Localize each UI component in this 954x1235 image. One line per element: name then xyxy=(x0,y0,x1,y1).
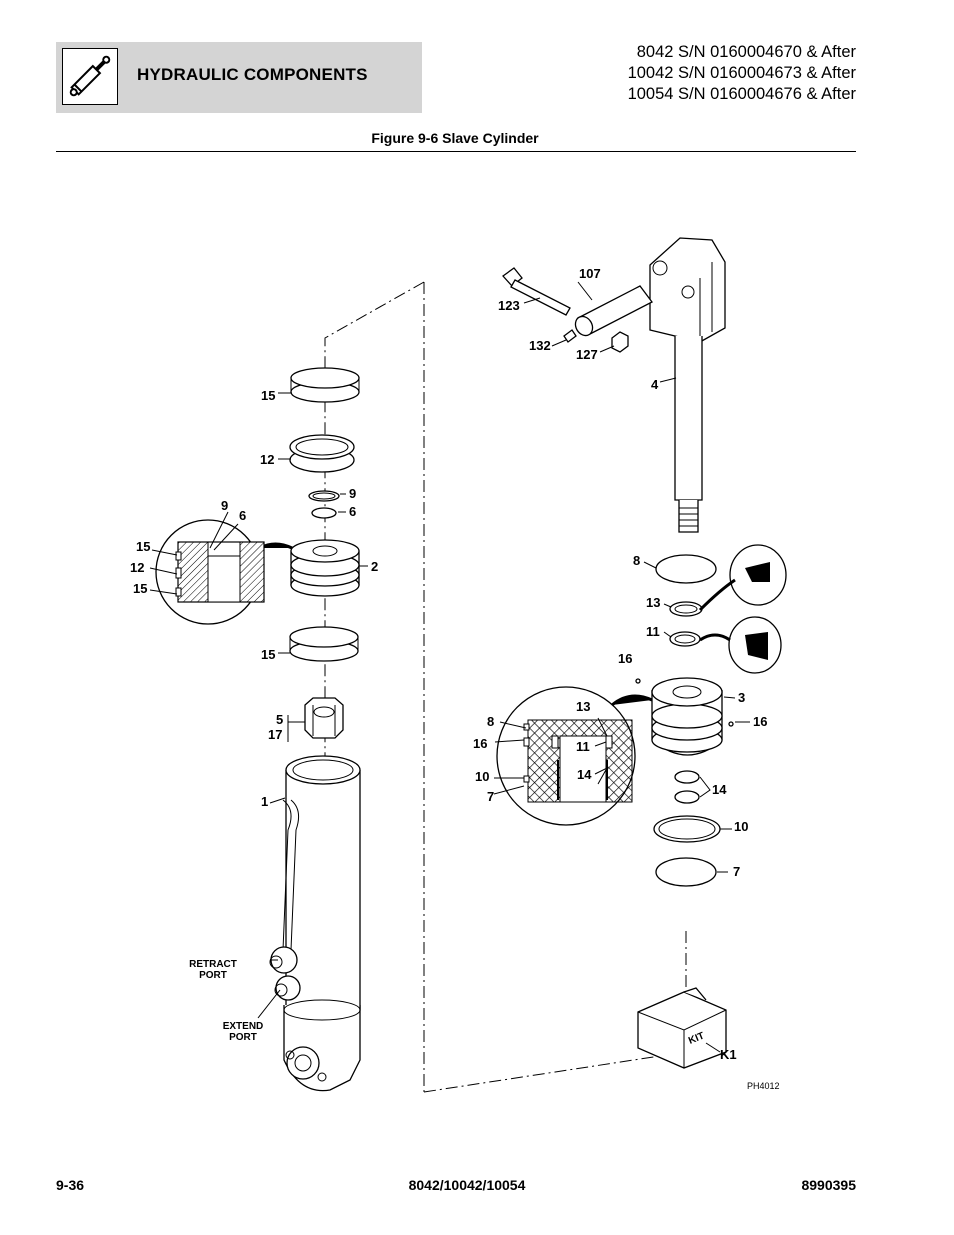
assembly-centerline xyxy=(324,281,425,1092)
page-number: 9-36 xyxy=(56,1177,85,1193)
callout-8-detail: 8 xyxy=(487,714,494,729)
callout-16b: 16 xyxy=(753,714,767,729)
piston-rod xyxy=(674,336,703,533)
callout-4: 4 xyxy=(651,377,659,392)
callout-10-detail: 10 xyxy=(475,769,489,784)
cylinder-barrel xyxy=(269,755,361,1092)
callout-9: 9 xyxy=(349,486,356,501)
callout-107: 107 xyxy=(579,266,601,281)
backup-ring-6 xyxy=(311,507,337,519)
callout-8: 8 xyxy=(633,553,640,568)
cylinder-head xyxy=(611,677,723,756)
callout-3: 3 xyxy=(738,690,745,705)
callout-13-detail: 13 xyxy=(576,699,590,714)
header-divider xyxy=(56,151,856,152)
callout-2: 2 xyxy=(371,559,378,574)
pin-16b xyxy=(728,721,734,727)
callout-12: 12 xyxy=(260,452,274,467)
callout-16: 16 xyxy=(618,651,632,666)
serial-line: 10042 S/N 0160004673 & After xyxy=(627,64,856,82)
piston-detail-view xyxy=(155,519,265,625)
leader-lines xyxy=(149,281,750,1053)
head-detail-view xyxy=(496,686,636,826)
extend-port-label-2: PORT xyxy=(229,1032,257,1043)
callout-15-mid: 15 xyxy=(261,647,275,662)
callout-127: 127 xyxy=(576,347,598,362)
manual-part-number: 8990395 xyxy=(801,1177,856,1193)
grease-fitting xyxy=(563,329,577,343)
bearing-14a xyxy=(674,770,700,784)
wiper-7 xyxy=(655,857,717,887)
callout-123: 123 xyxy=(498,298,520,313)
callout-10: 10 xyxy=(734,819,748,834)
figure-title: Figure 9-6 Slave Cylinder xyxy=(371,130,539,146)
bearing-14b xyxy=(674,790,700,804)
callout-7-detail: 7 xyxy=(487,789,494,804)
callout-132: 132 xyxy=(529,338,551,353)
pivot-pin xyxy=(574,285,653,337)
wiper-8 xyxy=(655,554,717,584)
rod-end xyxy=(649,237,726,343)
lock-nut xyxy=(304,697,344,739)
callout-16-detail: 16 xyxy=(473,736,487,751)
seal-profile-detail-13 xyxy=(698,544,787,612)
serial-line: 8042 S/N 0160004670 & After xyxy=(636,43,856,61)
callout-13: 13 xyxy=(646,595,660,610)
callout-14: 14 xyxy=(712,782,727,797)
retract-port-label-2: PORT xyxy=(199,970,227,981)
model-numbers: 8042/10042/10054 xyxy=(408,1177,526,1193)
seal-kit-box xyxy=(637,987,727,1069)
piston xyxy=(259,539,360,597)
piston-seal xyxy=(289,434,355,473)
callout-9-detail: 9 xyxy=(221,498,228,513)
callout-14-detail: 14 xyxy=(577,767,592,782)
callout-17: 17 xyxy=(268,727,282,742)
callout-11-detail: 11 xyxy=(576,739,590,754)
callout-k1: K1 xyxy=(720,1047,737,1062)
callout-15: 15 xyxy=(261,388,275,403)
extend-port-label: EXTEND xyxy=(223,1021,264,1032)
drawing-id: PH4012 xyxy=(747,1081,780,1091)
callout-7: 7 xyxy=(733,864,740,879)
serial-number-block: 8042 S/N 0160004670 & After 10042 S/N 01… xyxy=(628,42,856,105)
callout-1: 1 xyxy=(261,794,268,809)
section-title: HYDRAULIC COMPONENTS xyxy=(137,65,368,84)
callout-6-detail: 6 xyxy=(239,508,246,523)
wear-ring-top xyxy=(290,367,360,403)
wear-ring-mid xyxy=(289,626,359,662)
callout-11: 11 xyxy=(646,624,660,639)
hydraulic-cylinder-icon xyxy=(62,48,118,105)
callout-15-detail-b: 15 xyxy=(133,581,147,596)
callout-5: 5 xyxy=(276,712,283,727)
bolt xyxy=(502,267,571,316)
callout-6: 6 xyxy=(349,504,356,519)
serial-line: 10054 S/N 0160004676 & After xyxy=(627,85,856,103)
callout-15-detail-a: 15 xyxy=(136,539,150,554)
seal-profile-detail-11 xyxy=(699,616,782,674)
pin-16 xyxy=(635,678,641,684)
nut-127 xyxy=(611,331,629,353)
retract-port-label: RETRACT xyxy=(189,959,237,970)
seal-10 xyxy=(653,815,721,843)
callout-12-detail: 12 xyxy=(130,560,144,575)
